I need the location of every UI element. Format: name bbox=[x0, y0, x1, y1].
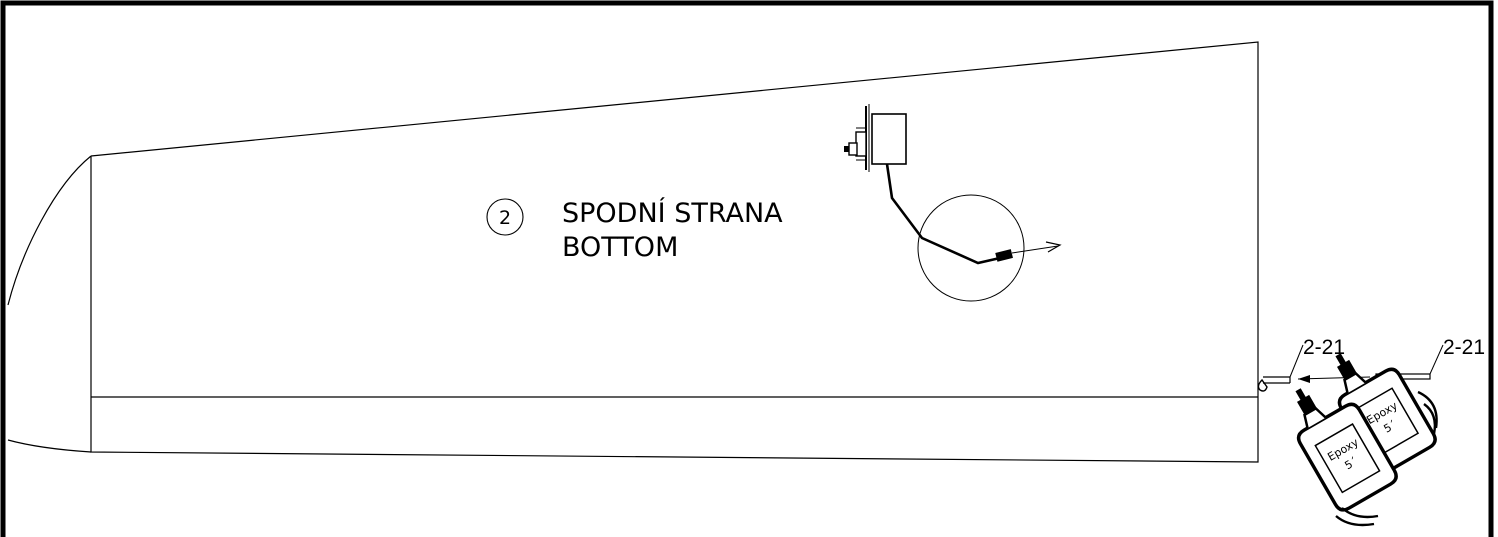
glue-drop-icon bbox=[1257, 378, 1268, 392]
side-label-en: BOTTOM bbox=[562, 232, 678, 263]
side-label-cz: SPODNÍ STRANA bbox=[562, 197, 783, 229]
epoxy-bottle-front-icon: Epoxy 5´ bbox=[1295, 388, 1398, 512]
part-ref-left: 2-21 bbox=[1263, 336, 1345, 384]
cable-connector-icon bbox=[995, 241, 1062, 262]
part-ref-left-label: 2-21 bbox=[1303, 336, 1345, 359]
part-ref-right-label: 2-21 bbox=[1443, 336, 1485, 359]
shake-motion-icon bbox=[1335, 390, 1438, 527]
step-number: 2 bbox=[499, 207, 511, 229]
wing-panel bbox=[7, 41, 1259, 463]
step-number-badge: 2 bbox=[486, 198, 524, 236]
epoxy-time-front: 5´ bbox=[1342, 455, 1359, 473]
epoxy-time-back: 5´ bbox=[1381, 418, 1398, 436]
servo-icon bbox=[844, 104, 907, 172]
servo-cable bbox=[885, 163, 1001, 265]
cable-exit-circle bbox=[917, 194, 1025, 302]
